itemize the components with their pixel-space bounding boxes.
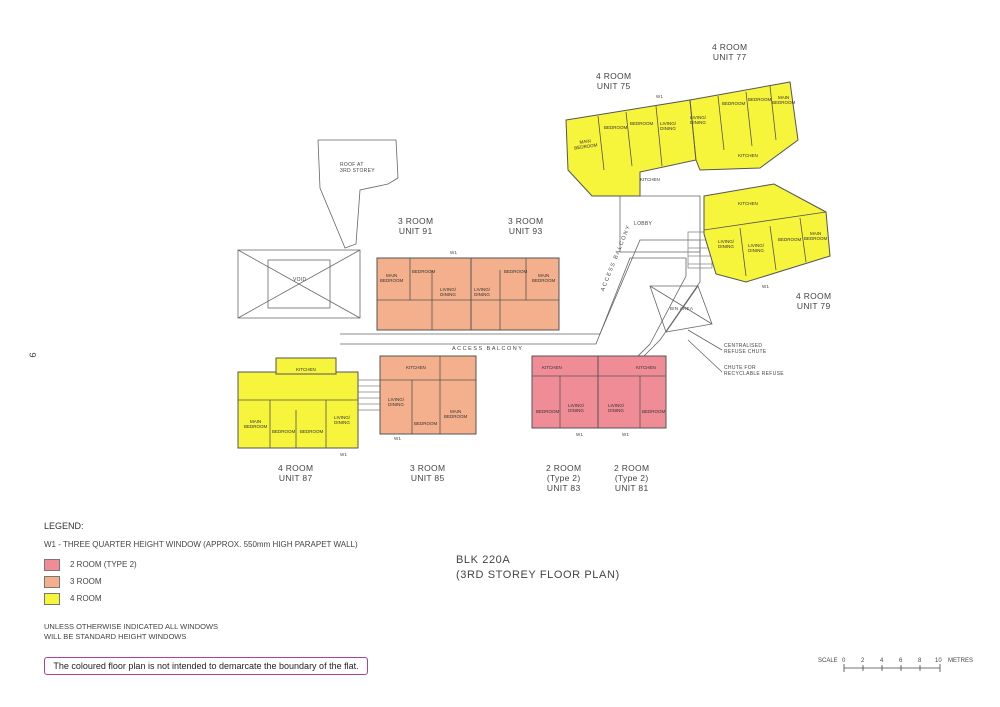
room-bedroom: BEDROOM	[778, 237, 802, 242]
room-living-dining: LIVING/ DINING	[690, 115, 707, 125]
window-tag: W1	[656, 94, 664, 99]
room-kitchen: KITCHEN	[406, 365, 426, 370]
disclaimer-box: The coloured floor plan is not intended …	[44, 657, 368, 675]
scale-tick-10: 10	[935, 658, 942, 664]
room-kitchen: KITCHEN	[636, 365, 656, 370]
scale-tick-2: 2	[861, 658, 865, 664]
scale-tick-4: 4	[880, 658, 884, 664]
room-bedroom: BEDROOM	[630, 121, 654, 126]
scale-label: SCALE	[818, 658, 838, 664]
room-main-bedroom: MAIN BEDROOM	[380, 273, 404, 283]
window-tag: W1	[622, 432, 630, 437]
page-number: 9	[27, 352, 38, 358]
window-tag: W1	[340, 452, 348, 457]
unit-83-label: 2 ROOM (Type 2)UNIT 83	[546, 463, 582, 493]
legend-swatch-3-room	[44, 576, 60, 588]
room-living-dining: LIVING/ DINING	[388, 397, 405, 407]
legend-title: LEGEND:	[44, 521, 84, 531]
room-living-dining: LIVING/ DINING	[568, 403, 585, 413]
legend-note: UNLESS OTHERWISE INDICATED ALL WINDOWS W…	[44, 622, 219, 641]
block-title: BLK 220A (3RD STOREY FLOOR PLAN)	[456, 554, 620, 581]
room-bedroom: BEDROOM	[748, 97, 772, 102]
unit-85-plan	[379, 355, 477, 435]
legend-w1-definition: W1 - THREE QUARTER HEIGHT WINDOW (APPROX…	[44, 540, 358, 549]
scale-unit: METRES	[948, 658, 974, 664]
room-bedroom: BEDROOM	[412, 269, 436, 274]
room-kitchen: KITCHEN	[738, 201, 758, 206]
room-main-bedroom: MAIN BEDROOM	[444, 409, 468, 419]
scale-tick-6: 6	[899, 658, 903, 664]
unit-83-plan	[531, 355, 599, 429]
centralised-chute-label: CENTRALISED REFUSE CHUTE	[724, 343, 767, 355]
room-bedroom: BEDROOM	[642, 409, 666, 414]
room-living-dining: LIVING/ DINING	[748, 243, 765, 253]
recyclable-chute-label: CHUTE FOR RECYCLABLE REFUSE	[724, 365, 784, 377]
legend-label-2-room: 2 ROOM (TYPE 2)	[70, 560, 137, 569]
window-tag: W1	[762, 284, 770, 289]
scale-bar	[843, 664, 941, 672]
window-tag: W1	[394, 436, 402, 441]
room-living-dining: LIVING/ DINING	[608, 403, 625, 413]
roof-outline	[317, 139, 399, 249]
room-kitchen: KITCHEN	[640, 177, 660, 182]
room-main-bedroom: MAIN BEDROOM	[804, 231, 828, 241]
unit-93-plan	[470, 257, 560, 331]
room-bedroom: BEDROOM	[300, 429, 324, 434]
legend-label-3-room: 3 ROOM	[70, 577, 102, 586]
room-main-bedroom: MAIN BEDROOM	[532, 273, 556, 283]
lobby-label: LOBBY	[634, 221, 653, 227]
scale-tick-0: 0	[842, 658, 846, 664]
void-label: VOID	[293, 277, 307, 283]
window-tag: W1	[576, 432, 584, 437]
legend-swatch-4-room	[44, 593, 60, 605]
room-living-dining: LIVING/ DINING	[474, 287, 491, 297]
access-balcony-horizontal: ACCESS BALCONY	[452, 346, 524, 352]
room-kitchen: KITCHEN	[296, 367, 316, 372]
unit-91-plan	[376, 257, 472, 331]
unit-87-plan	[237, 357, 359, 449]
room-main-bedroom: MAIN BEDROOM	[772, 95, 796, 105]
unit-81-label: 2 ROOM (Type 2)UNIT 81	[614, 463, 650, 493]
room-kitchen: KITCHEN	[738, 153, 758, 158]
legend-label-4-room: 4 ROOM	[70, 594, 102, 603]
unit-79-plan	[703, 183, 831, 283]
room-bedroom: BEDROOM	[722, 101, 746, 106]
room-bedroom: BEDROOM	[504, 269, 528, 274]
room-living-dining: LIVING/ DINING	[334, 415, 351, 425]
room-bedroom: BEDROOM	[272, 429, 296, 434]
room-living-dining: LIVING/ DINING	[660, 121, 677, 131]
room-bedroom: BEDROOM	[604, 125, 628, 130]
room-kitchen: KITCHEN	[542, 365, 562, 370]
room-living-dining: LIVING/ DINING	[718, 239, 735, 249]
bin-area-label: BIN AREA	[670, 306, 694, 311]
staircase-left	[357, 379, 381, 411]
room-bedroom: BEDROOM	[414, 421, 438, 426]
lobby	[619, 195, 701, 253]
scale-tick-8: 8	[918, 658, 922, 664]
room-living-dining: LIVING/ DINING	[440, 287, 457, 297]
room-bedroom: BEDROOM	[536, 409, 560, 414]
window-tag: W1	[450, 250, 458, 255]
room-main-bedroom: MAIN BEDROOM	[244, 419, 268, 429]
roof-label: ROOF AT 3RD STOREY	[340, 162, 375, 174]
unit-81-plan	[597, 355, 667, 429]
unit-77-plan	[689, 81, 799, 171]
legend-swatch-2-room	[44, 559, 60, 571]
